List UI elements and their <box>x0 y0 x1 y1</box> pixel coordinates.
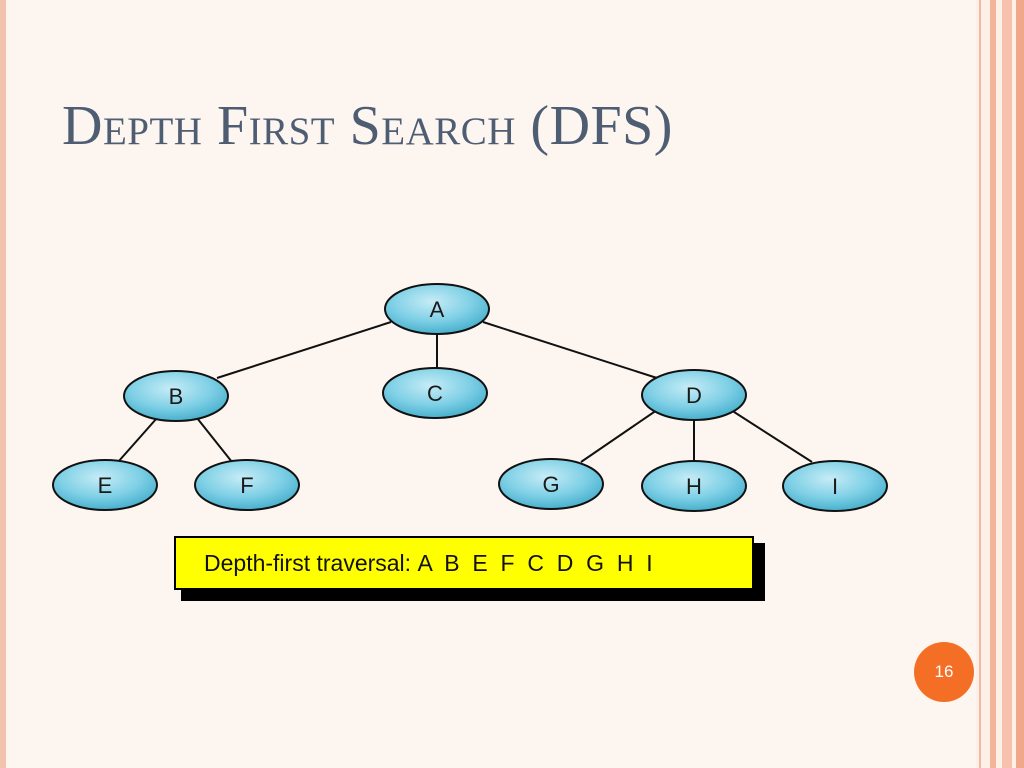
edge-d-g <box>580 409 658 463</box>
node-ellipse <box>123 370 229 422</box>
tree-node-b: B <box>123 370 229 422</box>
node-label-d: D <box>686 383 702 408</box>
node-label-e: E <box>98 473 113 498</box>
node-ellipse <box>641 369 747 421</box>
right-border-stripes <box>976 0 1024 768</box>
edge-a-d <box>482 321 658 379</box>
page-number: 16 <box>934 662 954 681</box>
node-ellipse <box>384 283 490 335</box>
page-number-badge: 16 <box>914 642 974 702</box>
node-label-c: C <box>427 381 443 406</box>
tree-edges <box>117 321 813 463</box>
left-border <box>0 0 6 768</box>
edge-d-i <box>730 409 813 463</box>
tree-node-c: C <box>382 367 488 419</box>
slide-title: Depth First Search (DFS) <box>62 95 673 157</box>
node-ellipse <box>641 460 747 512</box>
node-ellipse <box>498 458 604 510</box>
traversal-caption-label: Depth-first traversal: <box>204 549 412 576</box>
tree-node-d: D <box>641 369 747 421</box>
tree-node-i: I <box>782 460 888 512</box>
tree-node-h: H <box>641 460 747 512</box>
edge-b-f <box>196 417 233 463</box>
edge-a-b <box>216 321 392 379</box>
tree-node-f: F <box>194 459 300 511</box>
node-label-f: F <box>240 473 253 498</box>
node-ellipse <box>782 460 888 512</box>
tree-node-g: G <box>498 458 604 510</box>
node-label-g: G <box>542 472 559 497</box>
tree-node-e: E <box>52 459 158 511</box>
traversal-caption: Depth-first traversal: A B E F C D G H I <box>174 536 754 590</box>
edge-b-e <box>117 417 158 463</box>
node-ellipse <box>52 459 158 511</box>
node-label-a: A <box>430 297 445 322</box>
tree-node-a: A <box>384 283 490 335</box>
traversal-order: A B E F C D G H I <box>417 549 653 576</box>
node-label-b: B <box>169 384 184 409</box>
node-label-i: I <box>832 474 838 499</box>
node-label-h: H <box>686 474 702 499</box>
node-ellipse <box>382 367 488 419</box>
node-ellipse <box>194 459 300 511</box>
